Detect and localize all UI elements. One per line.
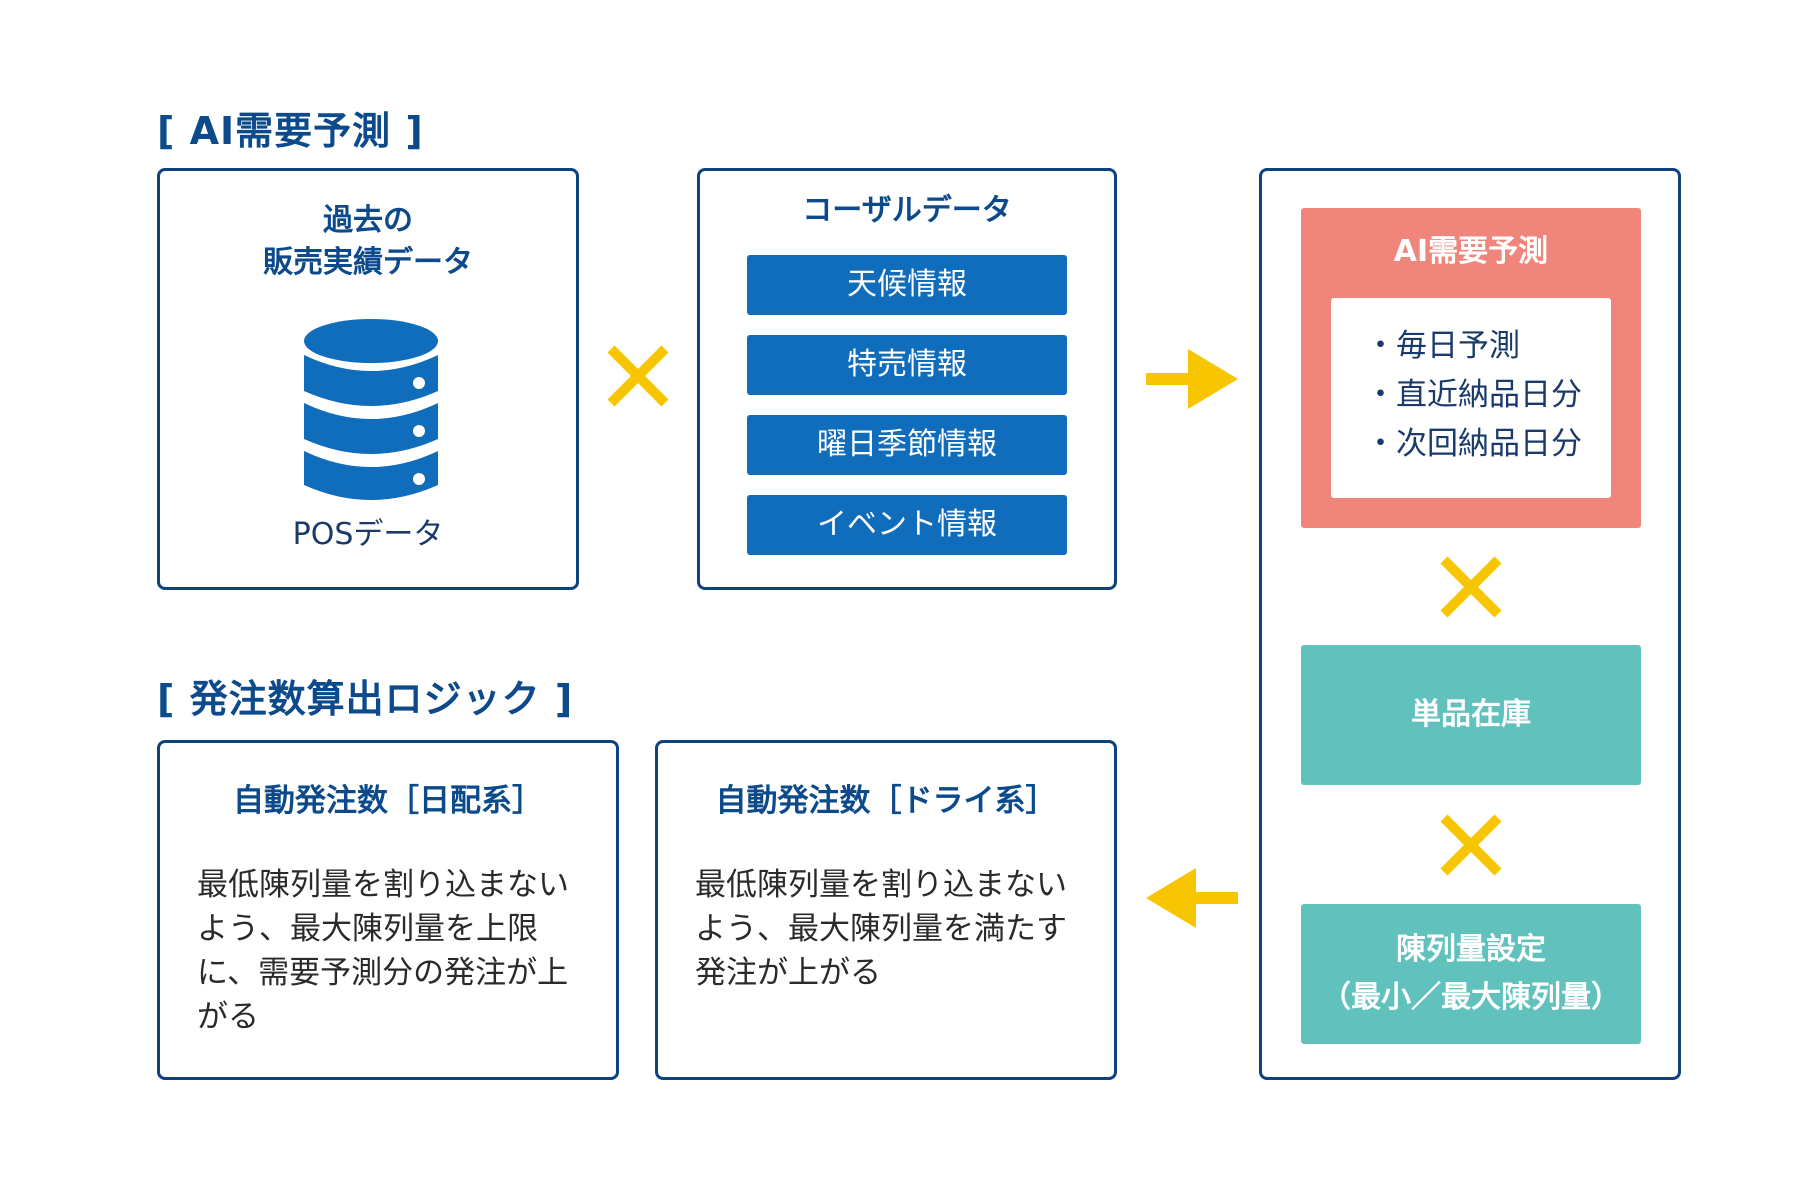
arrow-right-icon bbox=[1146, 349, 1238, 409]
display-setting-line1: 陳列量設定 bbox=[1396, 932, 1546, 967]
pos-data-box: 過去の 販売実績データ POSデータ bbox=[157, 168, 579, 590]
pos-heading-line2: 販売実績データ bbox=[263, 245, 473, 280]
factor-weather: 天候情報 bbox=[747, 255, 1067, 315]
stock-label: 単品在庫 bbox=[1411, 697, 1531, 732]
forecast-item-daily: ・毎日予測 bbox=[1365, 328, 1520, 364]
section-title-order-logic: [ 発注数算出ロジック ] bbox=[157, 677, 574, 721]
daily-order-box: 自動発注数［日配系］ 最低陳列量を割り込まない よう、最大陳列量を上限 に、需要… bbox=[157, 740, 619, 1080]
daily-order-heading: 自動発注数［日配系］ bbox=[233, 783, 543, 819]
factor-special-sale: 特売情報 bbox=[747, 335, 1067, 395]
dry-order-description: 最低陳列量を割り込まない よう、最大陳列量を満たす 発注が上がる bbox=[695, 867, 1067, 991]
arrow-left-icon bbox=[1146, 868, 1238, 928]
causal-heading: コーザルデータ bbox=[802, 193, 1012, 228]
right-column-box: AI需要予測 ・毎日予測 ・直近納品日分 ・次回納品日分 単品在庫 陳列量設定 … bbox=[1259, 168, 1681, 1080]
pos-heading-line1: 過去の bbox=[323, 203, 413, 238]
multiply-icon bbox=[607, 345, 669, 407]
display-setting-panel: 陳列量設定 （最小／最大陳列量） bbox=[1301, 904, 1641, 1044]
forecast-item-next-delivery: ・直近納品日分 bbox=[1365, 377, 1582, 413]
display-setting-line2: （最小／最大陳列量） bbox=[1321, 980, 1621, 1015]
ai-forecast-panel: AI需要予測 ・毎日予測 ・直近納品日分 ・次回納品日分 bbox=[1301, 208, 1641, 528]
multiply-icon bbox=[1440, 814, 1502, 876]
stock-panel: 単品在庫 bbox=[1301, 645, 1641, 785]
dry-order-box: 自動発注数［ドライ系］ 最低陳列量を割り込まない よう、最大陳列量を満たす 発注… bbox=[655, 740, 1117, 1080]
causal-data-box: コーザルデータ 天候情報 特売情報 曜日季節情報 イベント情報 bbox=[697, 168, 1117, 590]
factor-weekday-season: 曜日季節情報 bbox=[747, 415, 1067, 475]
pos-data-label: POSデータ bbox=[292, 517, 444, 552]
database-icon bbox=[304, 319, 438, 500]
dry-order-heading: 自動発注数［ドライ系］ bbox=[715, 783, 1057, 819]
section-title-ai-forecast: [ AI需要予測 ] bbox=[157, 109, 424, 153]
ai-forecast-title: AI需要予測 bbox=[1393, 234, 1549, 269]
ai-forecast-list: ・毎日予測 ・直近納品日分 ・次回納品日分 bbox=[1331, 298, 1611, 498]
multiply-icon bbox=[1440, 556, 1502, 618]
factor-event: イベント情報 bbox=[747, 495, 1067, 555]
daily-order-description: 最低陳列量を割り込まない よう、最大陳列量を上限 に、需要予測分の発注が上 がる bbox=[197, 867, 569, 1035]
forecast-item-following-delivery: ・次回納品日分 bbox=[1365, 426, 1582, 462]
